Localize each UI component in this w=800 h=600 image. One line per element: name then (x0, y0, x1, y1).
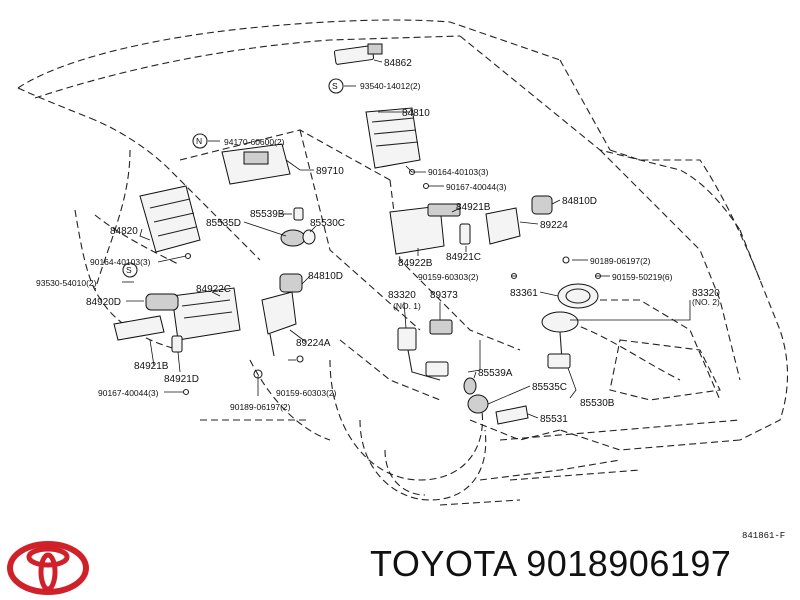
label-85539A: 85539A (478, 368, 513, 379)
part-84921C (459, 223, 471, 245)
label-89710: 89710 (316, 166, 344, 177)
label-84810: 84810 (402, 108, 430, 119)
label-83320-no1-sub: (NO. 1) (393, 301, 421, 311)
part-85539B (293, 207, 304, 221)
label-84810D-top: 84810D (562, 196, 597, 207)
brand-caption: TOYOTA 9018906197 (370, 543, 732, 584)
diagram-reference-code: 841861-F (742, 531, 785, 541)
label-90167-b: 90167-40044(3) (98, 388, 159, 398)
vehicle-body-outline (17, 19, 789, 506)
label-90159-a: 90159-60303(2) (418, 272, 479, 282)
label-89224: 89224 (540, 220, 568, 231)
label-84820: 84820 (110, 226, 138, 237)
label-85531: 85531 (540, 414, 568, 425)
label-85530B: 85530B (580, 398, 615, 409)
part-83320-no2 (541, 311, 579, 369)
part-84921B-low (113, 315, 165, 341)
label-84810D-mid: 84810D (308, 271, 343, 282)
label-89224A: 89224A (296, 338, 331, 349)
part-84922C (171, 287, 241, 341)
part-84921B-top (427, 203, 461, 217)
label-90167-a: 90167-40044(3) (446, 182, 507, 192)
symbol-s-1: S (332, 81, 338, 91)
part-83361 (557, 283, 599, 309)
label-90164-a: 90164-40103(3) (428, 167, 489, 177)
label-83320-no2-sub: (NO. 2) (692, 297, 720, 307)
label-84921B-top: 84921B (456, 202, 491, 213)
symbol-s-2: S (126, 265, 132, 275)
part-84921D (171, 335, 183, 353)
part-89710 (221, 143, 291, 185)
label-84921C: 84921C (446, 252, 481, 263)
label-83361: 83361 (510, 288, 538, 299)
label-93540: 93540-14012(2) (360, 81, 421, 91)
part-84810D-mid (279, 273, 303, 293)
part-84862 (333, 43, 383, 65)
label-84922B: 84922B (398, 258, 433, 269)
label-85530C: 85530C (310, 218, 345, 229)
part-84820 (139, 185, 201, 253)
label-84921B-low: 84921B (134, 361, 169, 372)
part-83320-no1 (397, 327, 449, 381)
label-90164-b: 90164-40103(3) (90, 257, 151, 267)
label-85539B: 85539B (250, 209, 285, 220)
label-84922C: 84922C (196, 284, 231, 295)
part-labels: 84862 93540-14012(2) 84810 94170-60600(2… (36, 58, 785, 541)
label-84920D: 84920D (86, 297, 121, 308)
label-84862: 84862 (384, 58, 412, 69)
label-90189-b: 90189-06197(2) (230, 402, 291, 412)
toyota-logo (7, 541, 89, 595)
leader-lines (122, 59, 691, 419)
symbol-markers: S N S (122, 78, 602, 396)
part-89224A (261, 291, 297, 357)
label-83320-no2: 83320 (692, 288, 720, 299)
part-84920D (145, 293, 179, 311)
label-90189-a: 90189-06197(2) (590, 256, 651, 266)
label-83320-no1: 83320 (388, 290, 416, 301)
part-85535C (467, 394, 489, 414)
label-84921D: 84921D (164, 374, 199, 385)
part-84810D-top (531, 195, 553, 215)
part-85531 (495, 405, 529, 425)
part-84810 (365, 107, 421, 169)
label-94170: 94170-60600(2) (224, 137, 285, 147)
label-89373: 89373 (430, 290, 458, 301)
label-90159-b: 90159-50219(6) (612, 272, 673, 282)
part-85539A (463, 377, 477, 395)
label-85535D: 85535D (206, 218, 241, 229)
part-85535D (280, 229, 316, 247)
label-93530: 93530-54010(2) (36, 278, 97, 288)
symbol-n: N (196, 136, 202, 146)
part-84922B (389, 205, 445, 255)
part-89224 (485, 207, 521, 245)
label-90159-c: 90159-60303(2) (276, 388, 337, 398)
part-89373 (429, 319, 453, 335)
label-85535C: 85535C (532, 382, 567, 393)
